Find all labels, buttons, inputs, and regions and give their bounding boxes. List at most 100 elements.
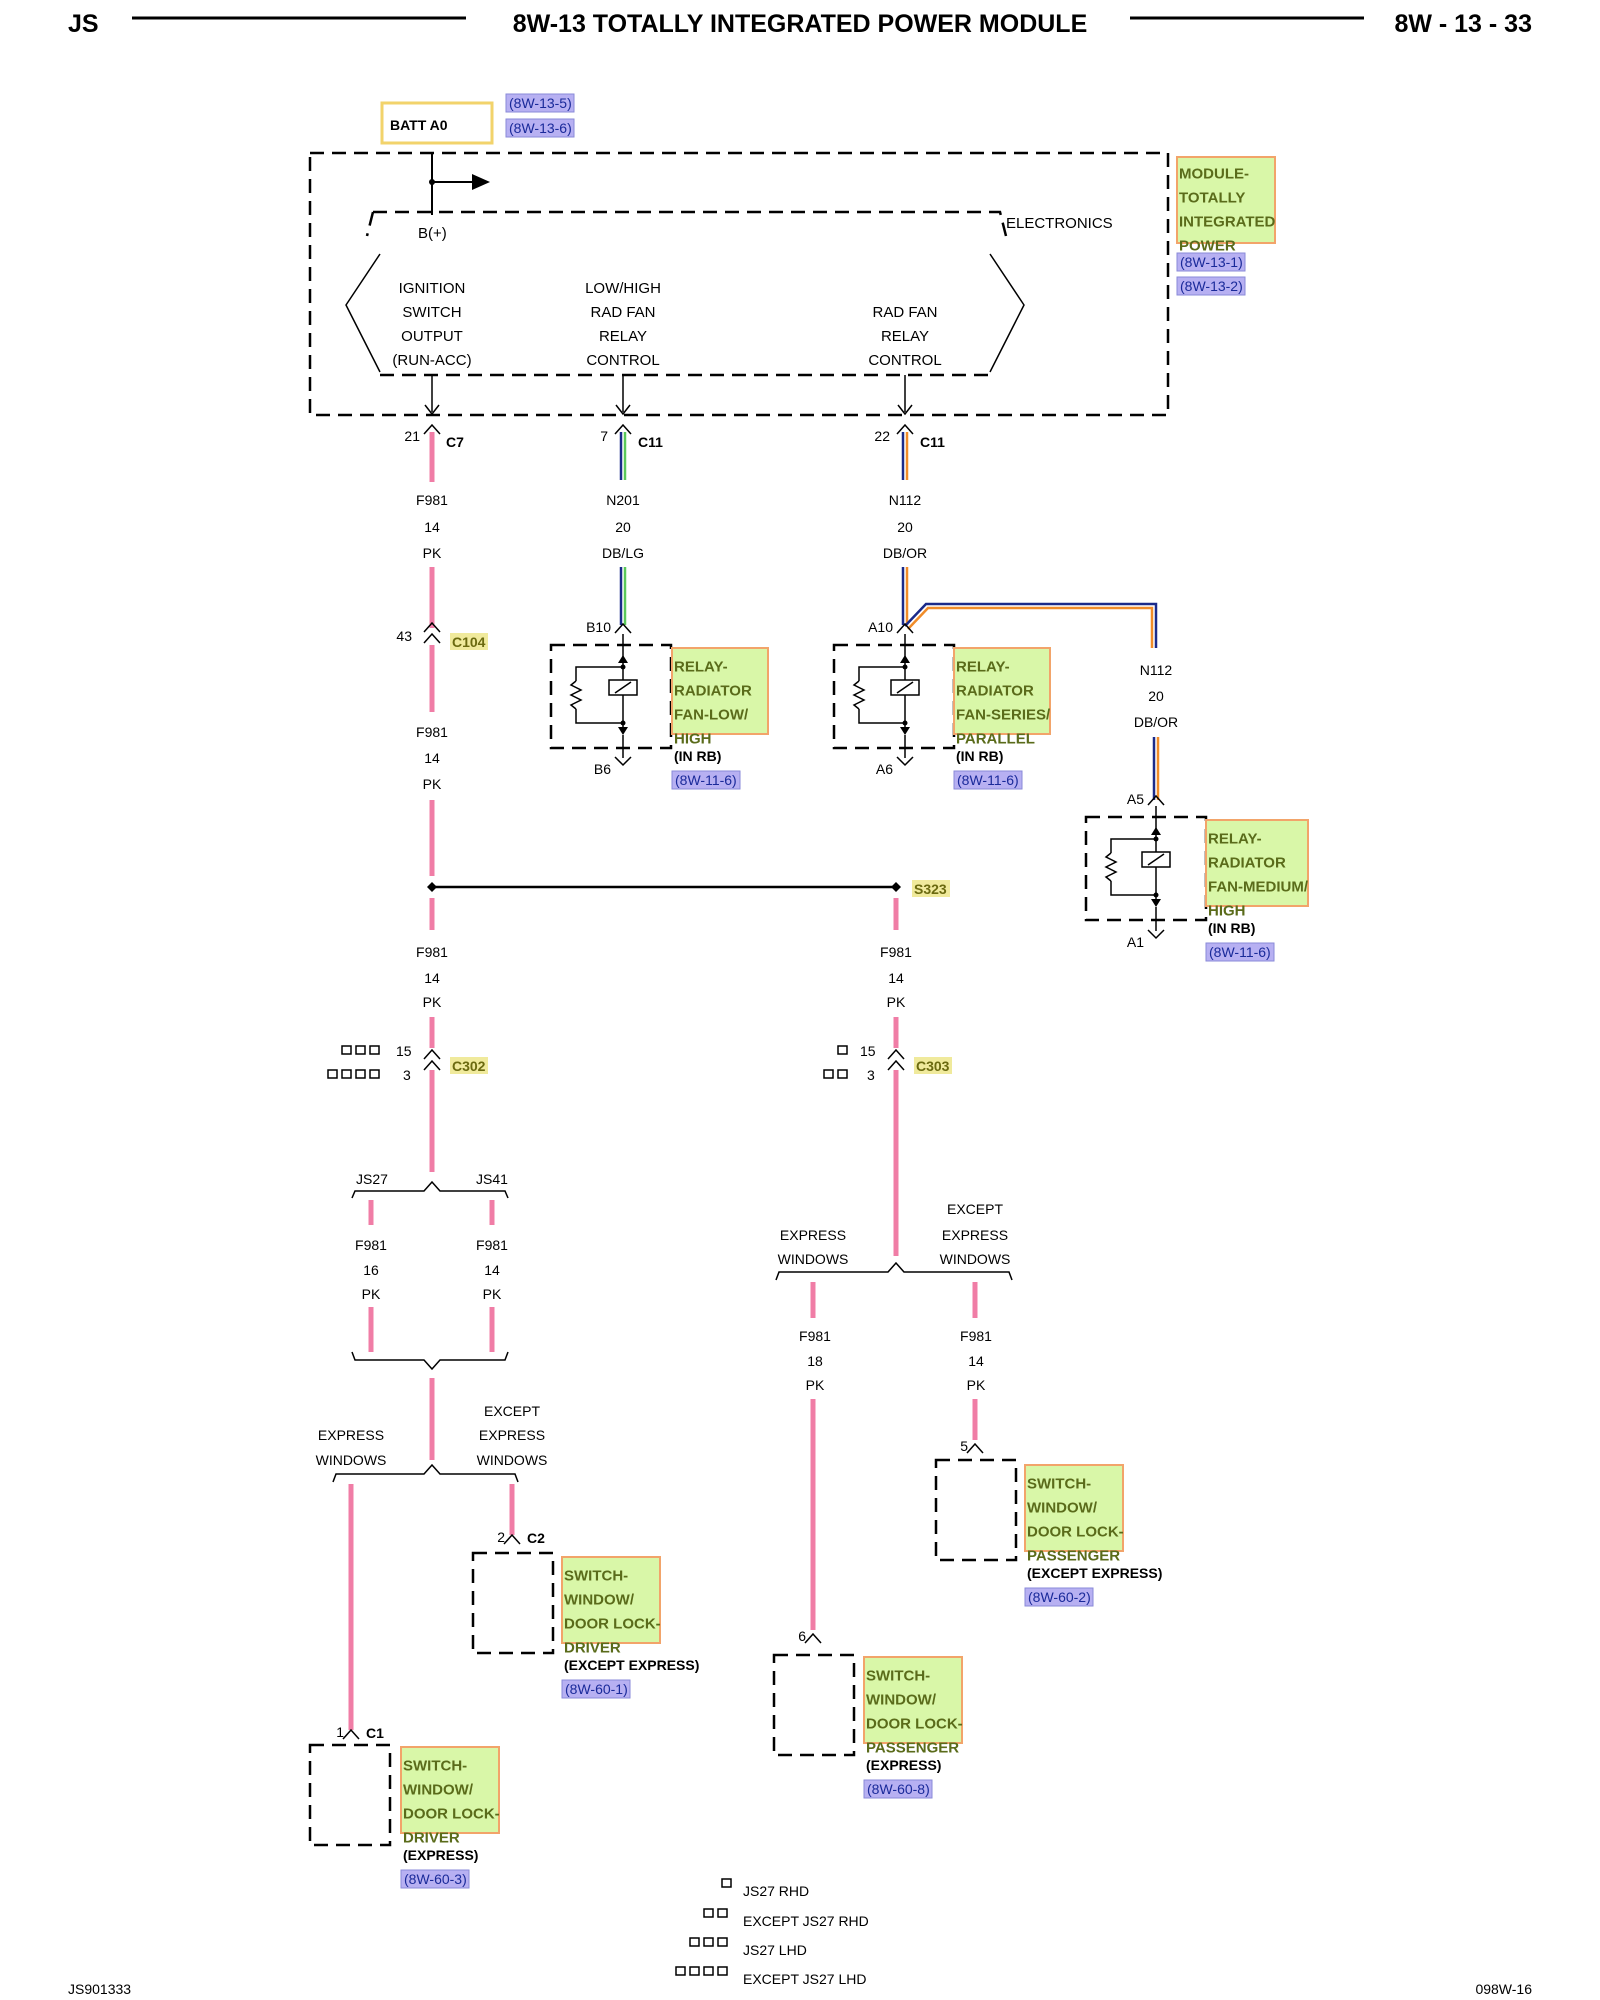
svg-text:JS27: JS27 [356,1171,388,1187]
relay-2-ref[interactable]: (8W-11-6) [957,772,1019,788]
svg-text:OUTPUT: OUTPUT [401,328,463,345]
svg-text:22: 22 [874,428,890,444]
header-left: JS [68,10,99,38]
relay-1-name-line: RELAY- [674,658,728,675]
svg-text:A6: A6 [876,761,893,777]
svg-text:N112: N112 [1140,662,1173,678]
svg-text:F981: F981 [416,492,448,508]
svg-text:1: 1 [336,1724,344,1740]
batt-a0-block: BATT A0 (8W-13-5) (8W-13-6) [380,93,575,145]
svg-text:C7: C7 [446,434,464,450]
relay-3-name-line: RELAY- [1208,830,1262,847]
switch-2-name-line: DRIVER [564,1639,621,1656]
splice-s323: S323 [427,880,950,897]
relay-2-name-line: RELAY- [956,658,1010,675]
svg-text:F981: F981 [476,1237,508,1253]
connector-c303: 15 3 C303 [823,1043,952,1083]
switch-4-ref[interactable]: (8W-60-2) [1028,1589,1091,1605]
svg-text:PK: PK [423,776,442,792]
svg-text:A10: A10 [868,619,893,635]
svg-text:20: 20 [897,519,913,535]
relay-3-ref[interactable]: (8W-11-6) [1209,944,1271,960]
footer-right: 098W-16 [1475,1981,1532,1997]
relay-3-name-line: FAN-MEDIUM/ [1208,878,1309,895]
tipm-name-3: INTEGRATED [1179,213,1276,230]
wire-n112-branch-bottom [1152,737,1160,800]
wire-label-f981-exc-right: F981 14 PK [960,1328,992,1393]
wire-n112-bottom [901,567,1158,648]
svg-text:6: 6 [798,1628,806,1644]
relay-1-name-line: RADIATOR [674,682,752,699]
svg-text:EXPRESS: EXPRESS [942,1227,1008,1243]
svg-text:(RUN-ACC): (RUN-ACC) [392,352,471,369]
svg-text:F981: F981 [416,724,448,740]
wire-label-f981-main: F981 14 PK [416,492,448,561]
relay-1-ref[interactable]: (8W-11-6) [675,772,737,788]
svg-text:15: 15 [860,1043,876,1059]
merge-bracket-left [351,1351,509,1371]
svg-text:5: 5 [960,1438,968,1454]
svg-text:N112: N112 [889,492,922,508]
svg-text:F981: F981 [960,1328,992,1344]
svg-text:CONTROL: CONTROL [868,352,941,369]
switch-2-name-line: SWITCH- [564,1567,628,1584]
relay-2-name-line: RADIATOR [956,682,1034,699]
svg-text:43: 43 [396,628,412,644]
svg-text:16: 16 [363,1262,379,1278]
svg-text:EXPRESS: EXPRESS [479,1427,545,1443]
tipm-name-2: TOTALLY [1179,189,1245,206]
svg-text:PK: PK [483,1286,502,1302]
switch-4-name-line: PASSENGER [1027,1547,1120,1564]
batt-ref-2[interactable]: (8W-13-6) [509,120,572,136]
wire-label-n201: N201 20 DB/LG [602,492,644,561]
svg-text:C11: C11 [920,434,945,450]
relay-1-name-line: FAN-LOW/ [674,706,749,723]
batt-ref-1[interactable]: (8W-13-5) [509,95,572,111]
header-title: 8W-13 TOTALLY INTEGRATED POWER MODULE [513,10,1088,38]
relay-2-name-line: PARALLEL [956,730,1035,747]
switch-2-ref[interactable]: (8W-60-1) [565,1681,628,1697]
tipm-ref-1[interactable]: (8W-13-1) [1180,254,1243,270]
page-header: JS 8W-13 TOTALLY INTEGRATED POWER MODULE… [68,10,1532,38]
legend-item-2: EXCEPT JS27 RHD [743,1913,869,1929]
svg-text:18: 18 [807,1353,823,1369]
svg-text:14: 14 [424,519,440,535]
relay-2-name-line: FAN-SERIES/ [956,706,1051,723]
switch-4-variant: (EXCEPT EXPRESS) [1027,1565,1162,1581]
svg-text:14: 14 [484,1262,500,1278]
svg-text:PK: PK [423,545,442,561]
svg-text:14: 14 [424,750,440,766]
svg-text:3: 3 [403,1067,411,1083]
relay-3-name-line: RADIATOR [1208,854,1286,871]
svg-text:EXCEPT: EXCEPT [484,1403,540,1419]
svg-text:21: 21 [404,428,420,444]
wire-label-n112: N112 20 DB/OR [883,492,927,561]
svg-text:DB/OR: DB/OR [1134,714,1178,730]
svg-text:2: 2 [497,1529,505,1545]
switch-2-variant: (EXCEPT EXPRESS) [564,1657,699,1673]
svg-text:WINDOWS: WINDOWS [316,1452,387,1468]
svg-text:DB/OR: DB/OR [883,545,927,561]
branch-express-right: EXPRESS WINDOWS EXCEPT EXPRESS WINDOWS [775,1201,1013,1281]
switch-3-name-line: SWITCH- [866,1667,930,1684]
svg-text:C303: C303 [916,1058,950,1074]
connector-c104: 43 C104 [396,621,488,650]
tipm-ref-2[interactable]: (8W-13-2) [1180,278,1243,294]
svg-text:WINDOWS: WINDOWS [477,1452,548,1468]
legend-item-3: JS27 LHD [743,1942,807,1958]
svg-text:14: 14 [968,1353,984,1369]
svg-text:7: 7 [600,428,608,444]
switch-3-variant: (EXPRESS) [866,1757,941,1773]
switch-1-ref[interactable]: (8W-60-3) [404,1871,467,1887]
svg-text:EXPRESS: EXPRESS [318,1427,384,1443]
svg-text:20: 20 [615,519,631,535]
svg-text:14: 14 [888,970,904,986]
legend: JS27 RHD EXCEPT JS27 RHD JS27 LHD EXCEPT… [675,1878,869,1987]
svg-text:WINDOWS: WINDOWS [778,1251,849,1267]
svg-text:WINDOWS: WINDOWS [940,1251,1011,1267]
switch-3-ref[interactable]: (8W-60-8) [867,1781,930,1797]
